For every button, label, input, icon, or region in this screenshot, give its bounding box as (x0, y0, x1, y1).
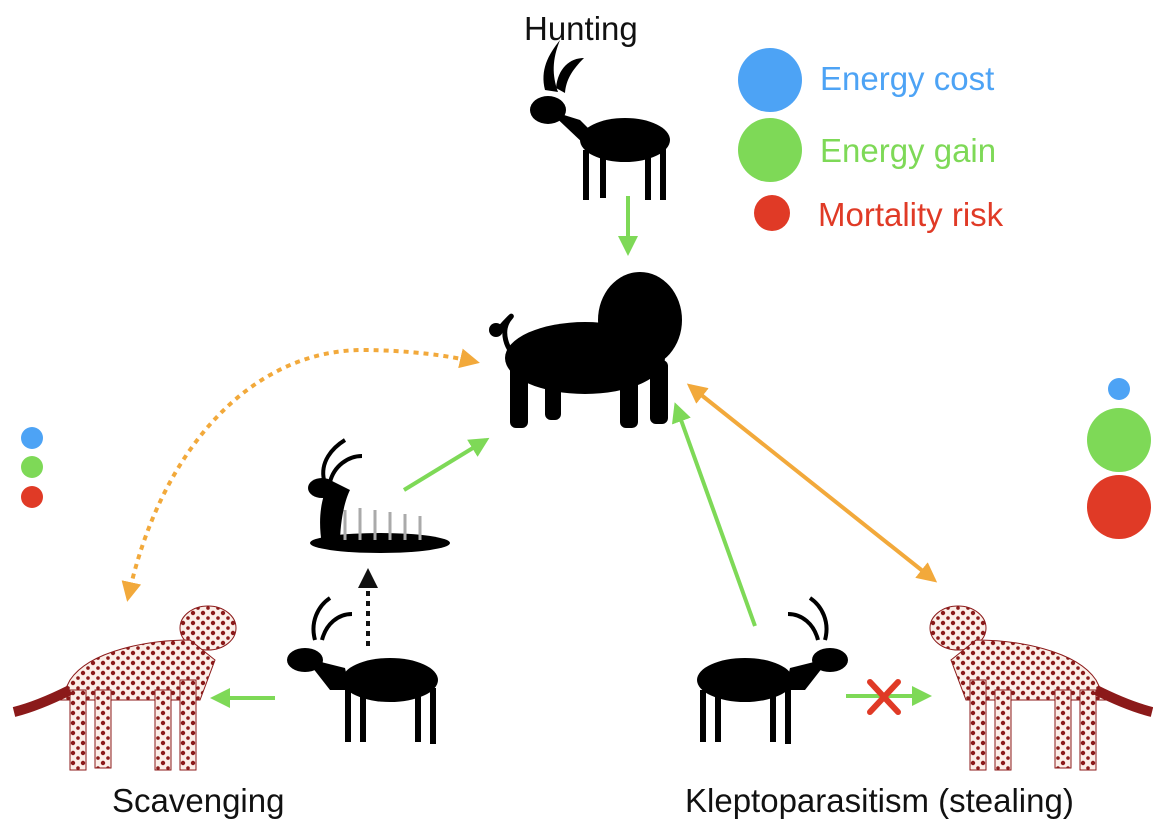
legend-mortality-dot (754, 195, 790, 231)
antelope-hunting-icon (530, 40, 670, 200)
cheetah-right-icon (930, 606, 1152, 770)
cheetah-left-icon (14, 606, 236, 770)
scavenging-cost-dot (21, 427, 43, 449)
hunting-label: Hunting (524, 10, 638, 48)
scavenging-risk-dot (21, 486, 43, 508)
klepto-to-lion-arrow (676, 406, 755, 626)
legend-mortality-label: Mortality risk (818, 196, 1003, 234)
legend-energy-cost-label: Energy cost (820, 60, 994, 98)
legend-energy-cost-dot (738, 48, 802, 112)
klepto-cost-dot (1108, 378, 1130, 400)
legend-energy-gain-dot (738, 118, 802, 182)
klepto-gain-dot (1087, 408, 1151, 472)
legend-energy-gain-label: Energy gain (820, 132, 996, 170)
lion-icon (489, 272, 682, 428)
scavenging-label: Scavenging (112, 782, 284, 820)
antelope-scavenge-icon (287, 598, 438, 744)
klepto-risk-dot (1087, 475, 1151, 539)
scavenging-gain-dot (21, 456, 43, 478)
antelope-klepto-icon (697, 598, 848, 744)
lion-scavenger-dotted-arrow (128, 350, 476, 598)
antelope-carcass-icon (308, 440, 450, 553)
carcass-to-lion-arrow (404, 440, 486, 490)
kleptoparasitism-label: Kleptoparasitism (stealing) (685, 782, 1074, 820)
